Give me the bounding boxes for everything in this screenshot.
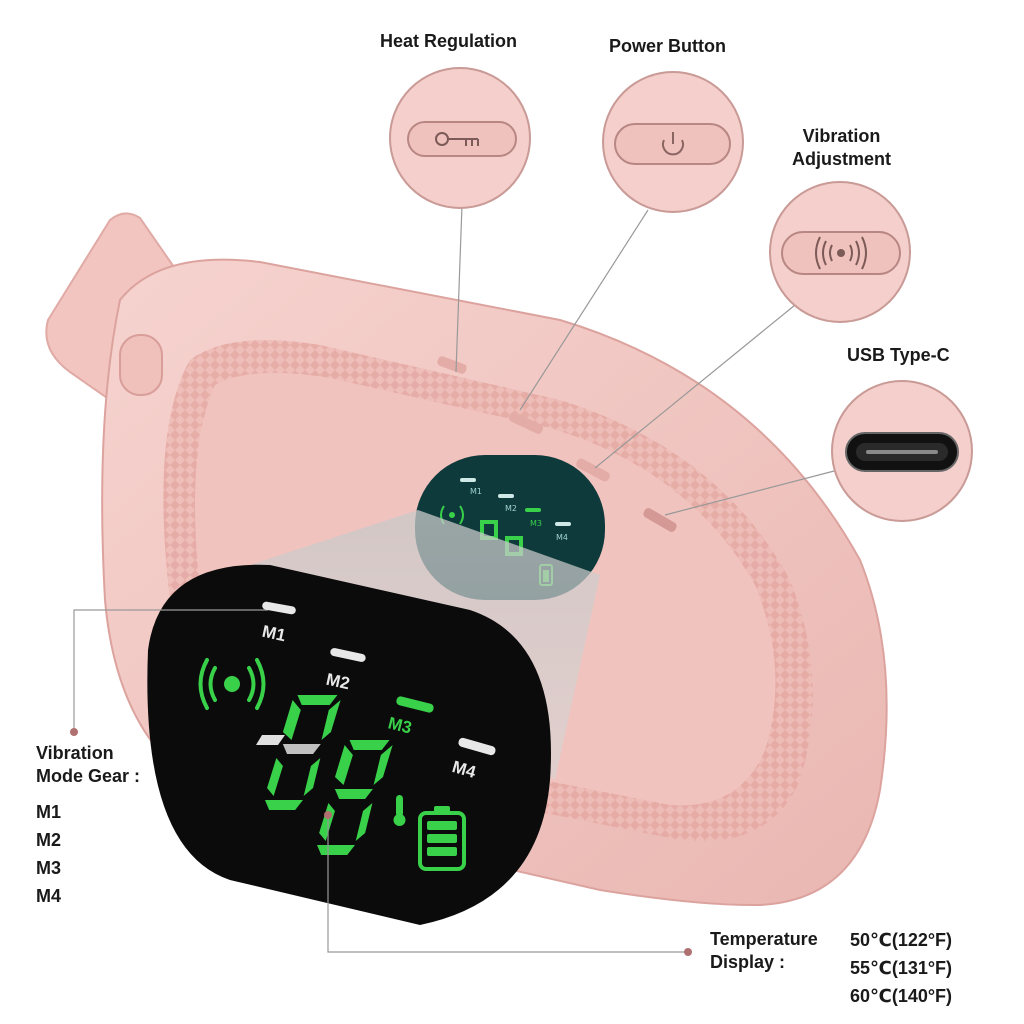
vibration-icon [815,236,867,270]
vibration-adjustment-label-line1: Vibration [802,126,881,146]
key-icon [435,132,479,146]
list-item: 60℃(140°F) [850,986,953,1006]
vibration-mode-gear-title: Vibration Mode Gear : [36,742,140,788]
callout-dot-temp [684,948,692,956]
temperature-values-list: 50℃(122°F) 55℃(131°F) 60℃(140°F) [850,926,952,1010]
power-icon [662,132,684,156]
vibration-mode-title-line1: Vibration [36,743,114,763]
list-item: M3 [36,858,62,878]
vibration-mode-title-line2: Mode Gear : [36,766,141,786]
vibration-indicator-icon [198,658,266,710]
list-item: M4 [36,886,62,906]
usb-type-c-zoom [831,380,973,522]
battery-icon [418,806,466,871]
large-display [147,564,552,925]
power-button-zoom [602,71,744,213]
callout-lines [73,204,839,953]
callout-dot-temp-start [324,811,332,819]
vibration-adjustment-label-line2: Adjustment [792,149,891,169]
vibration-mode-list: M1 M2 M3 M4 [36,798,61,910]
heat-regulation-label: Heat Regulation [380,31,518,51]
heat-regulation-zoom [389,67,531,209]
usb-type-c-label: USB Type-C [847,345,950,365]
vibration-adjustment-label: Vibration Adjustment [792,125,891,171]
power-button-label: Power Button [609,36,726,56]
callout-dot-mode [70,728,78,736]
svg-text:M2: M2 [505,504,517,513]
temperature-title-line1: Temperature [710,929,818,949]
thermometer-icon [393,795,406,826]
list-item: M2 [36,830,62,850]
temperature-display-title: Temperature Display : [710,928,818,974]
svg-text:M1: M1 [470,487,482,496]
list-item: 55℃(131°F) [850,958,953,978]
temperature-title-line2: Display : [710,952,786,972]
list-item: M1 [36,802,62,822]
svg-text:M4: M4 [556,533,568,542]
list-item: 50℃(122°F) [850,930,953,950]
vibration-adjustment-zoom [769,181,911,323]
svg-text:M3: M3 [530,519,542,528]
